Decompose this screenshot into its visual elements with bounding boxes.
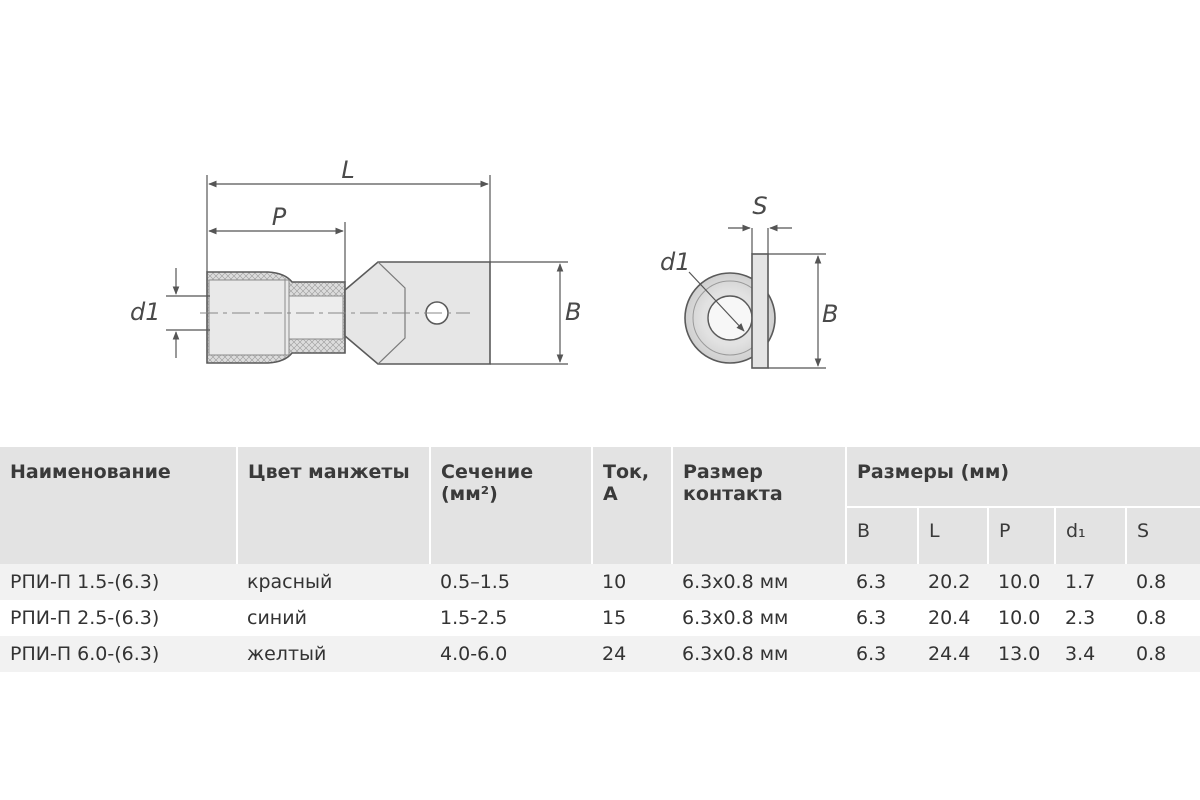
cell-color: красный — [237, 564, 430, 600]
header-current: Ток,А — [592, 447, 673, 564]
cell-d1: 1.7 — [1055, 564, 1126, 600]
header-name: Наименование — [0, 447, 238, 564]
header-dim-p: P — [988, 506, 1056, 564]
side-view: L P d1 B — [130, 156, 581, 365]
cell-l: 20.2 — [918, 564, 988, 600]
end-view: S d1 B — [660, 192, 838, 369]
cell-l: 24.4 — [918, 636, 988, 672]
cell-color: синий — [237, 600, 430, 636]
blade-edge — [751, 253, 769, 369]
cell-b: 6.3 — [846, 636, 918, 672]
cell-s: 0.8 — [1126, 636, 1200, 672]
dim-line-d1-end — [688, 271, 745, 332]
header-dim-l: L — [918, 506, 989, 564]
cell-p: 13.0 — [988, 636, 1055, 672]
label-l: L — [341, 156, 354, 184]
header-dimensions: Размеры (мм) — [846, 447, 1200, 507]
cell-section: 0.5–1.5 — [430, 564, 592, 600]
header-dim-d1: d₁ — [1055, 506, 1127, 564]
label-b-end: B — [822, 300, 838, 328]
table-row: РПИ-П 2.5-(6.3) синий 1.5-2.5 15 6.3x0.8… — [0, 600, 1200, 636]
inner-bore — [707, 295, 753, 341]
table-row: РПИ-П 6.0-(6.3) желтый 4.0-6.0 24 6.3x0.… — [0, 636, 1200, 672]
label-s: S — [752, 192, 767, 220]
spec-table: Наименование Цвет манжеты Сечение(мм²) Т… — [0, 447, 1200, 672]
table-row: РПИ-П 1.5-(6.3) красный 0.5–1.5 10 6.3x0… — [0, 564, 1200, 600]
cell-contact: 6.3x0.8 мм — [672, 600, 846, 636]
insulating-sleeve — [206, 271, 346, 364]
label-b: B — [565, 298, 581, 326]
cell-name: РПИ-П 2.5-(6.3) — [0, 600, 237, 636]
label-d1: d1 — [130, 298, 161, 326]
cell-b: 6.3 — [846, 564, 918, 600]
technical-drawing: L P d1 B S d1 B — [130, 156, 838, 369]
cell-p: 10.0 — [988, 600, 1055, 636]
cell-color: желтый — [237, 636, 430, 672]
cell-section: 4.0-6.0 — [430, 636, 592, 672]
cell-l: 20.4 — [918, 600, 988, 636]
header-section: Сечение(мм²) — [430, 447, 593, 564]
cell-b: 6.3 — [846, 600, 918, 636]
cell-current: 10 — [592, 564, 672, 600]
cell-name: РПИ-П 6.0-(6.3) — [0, 636, 237, 672]
header-dim-s: S — [1126, 506, 1200, 564]
cell-current: 24 — [592, 636, 672, 672]
cell-d1: 3.4 — [1055, 636, 1126, 672]
cell-p: 10.0 — [988, 564, 1055, 600]
cell-d1: 2.3 — [1055, 600, 1126, 636]
cell-contact: 6.3x0.8 мм — [672, 636, 846, 672]
cell-contact: 6.3x0.8 мм — [672, 564, 846, 600]
cell-name: РПИ-П 1.5-(6.3) — [0, 564, 237, 600]
header-dim-b: B — [846, 506, 919, 564]
label-d1-end: d1 — [660, 248, 691, 276]
cell-s: 0.8 — [1126, 600, 1200, 636]
cell-current: 15 — [592, 600, 672, 636]
label-p: P — [272, 203, 287, 231]
header-color: Цвет манжеты — [237, 447, 431, 564]
cell-section: 1.5-2.5 — [430, 600, 592, 636]
cell-s: 0.8 — [1126, 564, 1200, 600]
